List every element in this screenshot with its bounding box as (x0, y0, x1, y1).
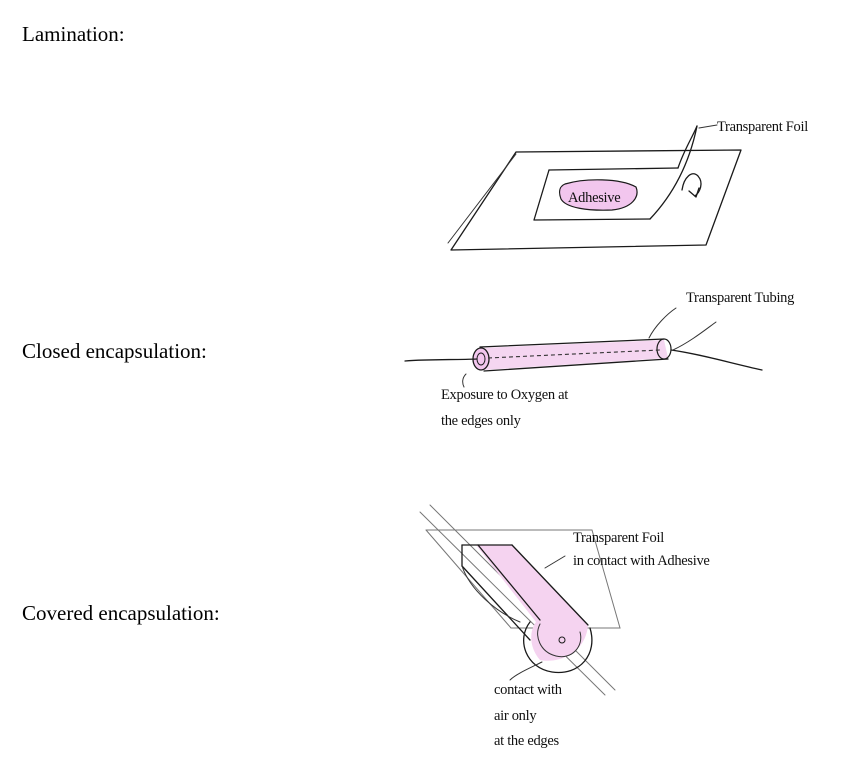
covered-encapsulation-label: Covered encapsulation: (22, 601, 220, 625)
contact-annotation-line3: at the edges (494, 733, 560, 749)
adhesive-annotation: Adhesive (568, 190, 620, 206)
cover-foil-annotation-line2: in contact with Adhesive (573, 553, 710, 569)
contact-leader-line (509, 661, 543, 681)
contact-annotation-line2: air only (494, 708, 537, 724)
tubing-leader-line (648, 307, 717, 351)
exposure-leader-line (462, 373, 467, 388)
covered-channel (461, 544, 593, 674)
cover-foil-leader-line (544, 555, 566, 569)
foil-leader-line (698, 124, 718, 129)
adhesive-blob: Adhesive (559, 179, 638, 211)
transparent-foil-annotation: Transparent Foil (717, 119, 808, 135)
closed-encapsulation-label: Closed encapsulation: (22, 339, 207, 363)
cover-foil-annotation-line1: Transparent Foil (573, 530, 664, 546)
tubing-body (472, 338, 672, 372)
lamination-label: Lamination: (22, 22, 125, 46)
exposure-annotation-line1: Exposure to Oxygen at (441, 387, 568, 403)
tubing-fill (480, 340, 668, 370)
wire-inside-tubing (404, 349, 763, 371)
transparent-tubing-annotation: Transparent Tubing (686, 290, 794, 306)
adhesive-region (559, 179, 638, 211)
lamination-foil-sheet (533, 125, 698, 221)
curl-arrow-icon (681, 173, 702, 198)
lamination-substrate (447, 149, 742, 251)
exposure-annotation-line2: the edges only (441, 413, 522, 429)
contact-annotation-line1: contact with (494, 682, 563, 698)
covered-adhesive-fill (476, 545, 588, 661)
